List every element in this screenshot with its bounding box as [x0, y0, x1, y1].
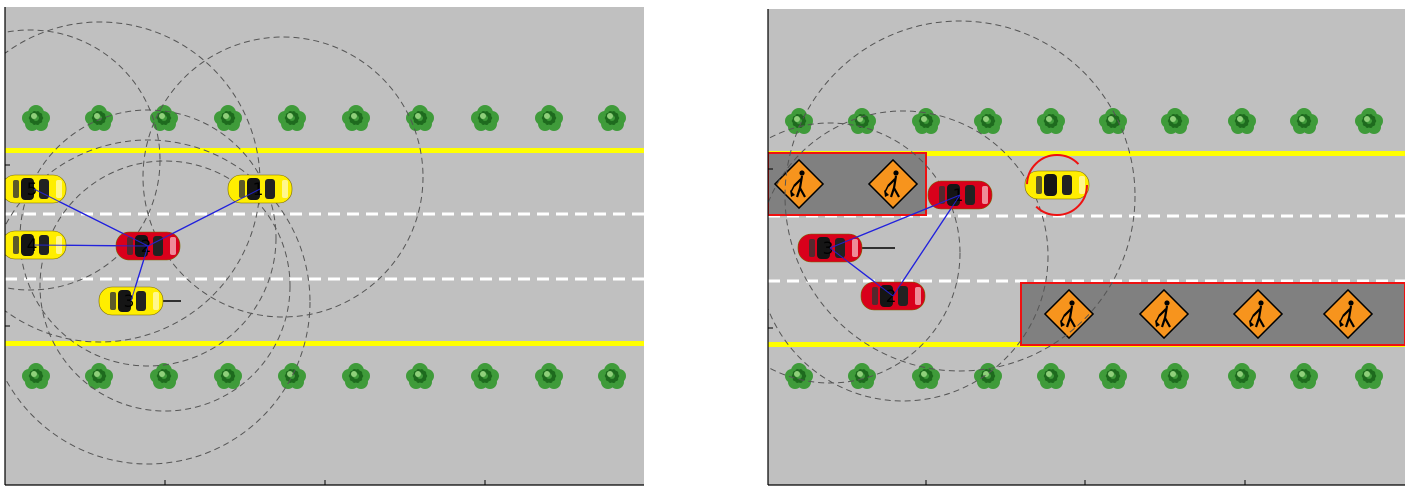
tree-icon	[342, 105, 370, 131]
tree-icon	[1037, 108, 1065, 134]
tree-icon	[1228, 363, 1256, 389]
tree-icon	[22, 363, 50, 389]
v2v-link-overlay	[130, 245, 149, 302]
tree-icon	[785, 108, 813, 134]
tree-icon	[406, 363, 434, 389]
tree-icon	[785, 363, 813, 389]
communication-range-circle	[39, 160, 291, 412]
tree-icon	[1161, 363, 1189, 389]
v2v-link-overlay	[829, 194, 961, 249]
communication-range-circle	[768, 122, 961, 384]
tree-icon	[1290, 108, 1318, 134]
tree-icon	[278, 105, 306, 131]
tree-icon	[1037, 363, 1065, 389]
communication-range-circle	[768, 110, 1049, 402]
tree-icon	[598, 105, 626, 131]
communication-range-circle	[5, 139, 311, 465]
car-icon	[1024, 170, 1090, 200]
road-work-sign-icon	[1043, 288, 1095, 340]
tree-icon	[974, 363, 1002, 389]
road-work-sign-icon	[1138, 288, 1190, 340]
tree-icon	[278, 363, 306, 389]
tree-icon	[535, 363, 563, 389]
tree-icon	[214, 105, 242, 131]
tree-icon	[150, 105, 178, 131]
tree-icon	[342, 363, 370, 389]
car-label: 4	[27, 236, 38, 256]
car-label: 3	[823, 239, 834, 259]
tree-icon	[406, 105, 434, 131]
road-work-sign-icon	[1232, 288, 1284, 340]
tree-icon	[1355, 108, 1383, 134]
tree-icon	[848, 363, 876, 389]
v2v-link-overlay	[33, 188, 149, 247]
v2v-link-overlay	[829, 247, 894, 297]
tree-icon	[214, 363, 242, 389]
alert-circle	[1026, 154, 1088, 216]
tree-icon	[598, 363, 626, 389]
lane-edge-line	[5, 341, 644, 346]
car-icon: 5	[5, 174, 67, 204]
v2v-link-overlay	[147, 188, 261, 247]
axes	[4, 7, 1405, 486]
communication-range-circle	[5, 29, 161, 291]
tree-icon	[912, 108, 940, 134]
tree-icon	[535, 105, 563, 131]
tree-icon	[1355, 363, 1383, 389]
tree-icon	[1290, 363, 1318, 389]
road-work-sign-icon	[867, 158, 919, 210]
car-label: 2	[886, 287, 897, 307]
tree-icon	[1161, 108, 1189, 134]
car-icon: 3	[98, 286, 164, 316]
v2v-link-overlay	[33, 244, 149, 247]
tree-icon	[974, 108, 1002, 134]
tree-icon	[22, 105, 50, 131]
tree-icon	[150, 363, 178, 389]
v2v-link-overlay	[892, 194, 961, 297]
panel-right: 123	[768, 9, 1405, 485]
car-label: 2	[141, 237, 152, 257]
tree-icon	[1228, 108, 1256, 134]
car-label: 3	[124, 292, 135, 312]
tree-icon	[1099, 108, 1127, 134]
communication-range-circle	[142, 36, 424, 318]
tree-icon	[85, 363, 113, 389]
road-work-sign-icon	[1322, 288, 1374, 340]
lane-edge-line	[768, 151, 1405, 156]
communication-range-circle	[784, 20, 1136, 372]
tree-icon	[471, 363, 499, 389]
tree-icon	[1099, 363, 1127, 389]
road-background	[768, 9, 1405, 485]
lane-edge-line	[5, 148, 644, 153]
car-label: 5	[27, 180, 38, 200]
tree-icon	[471, 105, 499, 131]
